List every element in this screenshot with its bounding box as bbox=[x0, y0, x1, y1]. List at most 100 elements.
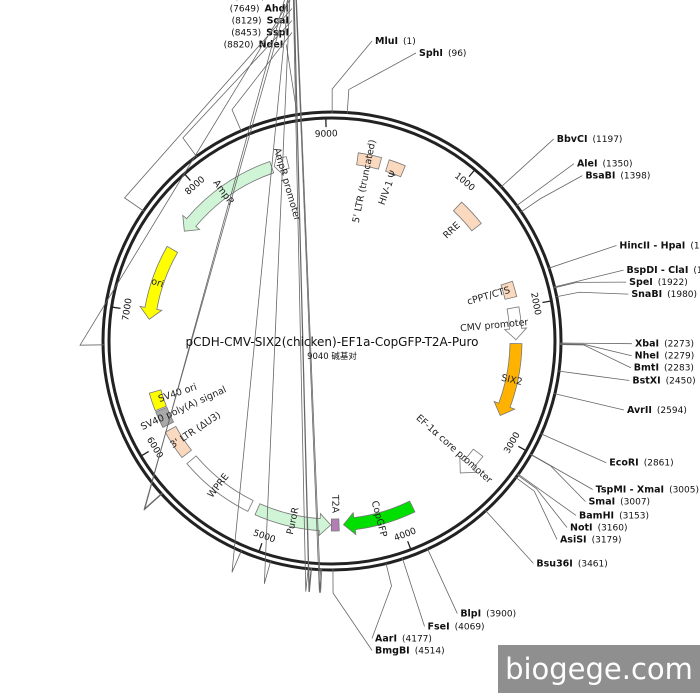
feature-ampr[interactable]: AmpR bbox=[182, 160, 275, 232]
site-spei[interactable]: SpeI(1922) bbox=[553, 277, 688, 289]
site-leader-line bbox=[332, 568, 373, 651]
feature-shape[interactable] bbox=[139, 245, 179, 320]
site-nhei[interactable]: NheI(2279) bbox=[559, 343, 694, 362]
site-blpi[interactable]: BlpI(3900) bbox=[426, 547, 516, 620]
site-noti[interactable]: NotI(3160) bbox=[516, 474, 628, 534]
site-alei[interactable]: AleI (1350) bbox=[515, 159, 633, 207]
site-pasi[interactable]: PasI(4585) bbox=[232, 0, 323, 593]
site-ahdi[interactable]: AhdI(7649) bbox=[123, 4, 293, 212]
feature-t2a[interactable]: T2A bbox=[329, 494, 340, 532]
feature-shape[interactable] bbox=[164, 425, 192, 459]
site-position: (6756) bbox=[235, 0, 265, 3]
site-leader-line bbox=[371, 562, 392, 639]
feature-label: SIX2 bbox=[500, 373, 523, 388]
feature-shape[interactable] bbox=[385, 159, 406, 178]
feature-shape[interactable] bbox=[182, 160, 275, 232]
feature-wpre[interactable]: WPRE bbox=[186, 455, 254, 512]
feature-shape[interactable] bbox=[186, 455, 254, 512]
feature-ori[interactable]: ori bbox=[139, 245, 179, 320]
site-position: (96) bbox=[448, 49, 466, 59]
site-bamhi[interactable]: BamHI(3153) bbox=[517, 473, 649, 522]
site-position: (3160) bbox=[598, 523, 628, 533]
site-leader-line bbox=[143, 0, 289, 511]
site-leader-line bbox=[540, 433, 607, 464]
site-hincii-hpai[interactable]: HincII - HpaI(1794) bbox=[548, 241, 700, 269]
site-avrii[interactable]: AvrII(2594) bbox=[553, 393, 687, 416]
site-leader-line bbox=[515, 163, 575, 207]
feature-shape[interactable] bbox=[342, 500, 416, 536]
site-bstxi[interactable]: BstXI(2450) bbox=[557, 370, 696, 387]
site-snabi[interactable]: SnaBI (1980) bbox=[555, 289, 697, 300]
feature-ef-1-core-promoter[interactable]: EF-1α core promoter bbox=[414, 413, 495, 486]
feature-5-ltr-truncated[interactable]: 5' LTR (truncated) bbox=[351, 139, 383, 224]
site-bmgbi[interactable]: BmgBI(4514) bbox=[332, 568, 445, 656]
site-leader-line bbox=[557, 370, 630, 381]
plasmid-length: 9040 碱基对 bbox=[307, 351, 357, 362]
site-name: AleI bbox=[577, 159, 598, 170]
feature-shape[interactable] bbox=[254, 503, 332, 537]
restriction-sites: MluI(1)SphI(96) BbvCI(1197)AleI (1350)BsaB… bbox=[79, 0, 700, 656]
site-ecori[interactable]: EcoRI(2861) bbox=[540, 433, 674, 469]
site-leader-line bbox=[331, 40, 373, 114]
site-name: Bsu36I bbox=[536, 558, 572, 569]
site-position: (3900) bbox=[486, 610, 516, 620]
site-position: (2279) bbox=[664, 352, 694, 362]
site-acc65i[interactable]: Acc65I(5726) bbox=[143, 0, 292, 511]
site-position: (1980) bbox=[667, 290, 697, 300]
feature-label: HIV-1 Ψ bbox=[377, 169, 400, 206]
site-pcii[interactable]: PciI(6756) bbox=[79, 0, 292, 346]
feature-shape[interactable] bbox=[148, 389, 167, 412]
feature-shape[interactable] bbox=[493, 343, 523, 417]
site-fsei[interactable]: FseI(4069) bbox=[401, 557, 485, 632]
scale-tick bbox=[112, 306, 121, 310]
feature-puror[interactable]: PuroR bbox=[254, 503, 332, 537]
feature-cppt-cts[interactable]: cPPT/CTS bbox=[466, 280, 518, 308]
feature-hiv-1[interactable]: HIV-1 Ψ bbox=[377, 159, 406, 207]
site-bspdi-clai[interactable]: BspDI - ClaI(1917) bbox=[553, 265, 700, 288]
site-mlui[interactable]: MluI(1) bbox=[331, 36, 416, 114]
site-sphi[interactable]: SphI(96) bbox=[346, 48, 466, 114]
site-sspi[interactable]: SspI(8453) bbox=[231, 28, 293, 132]
site-msci[interactable]: MscI*(4911) bbox=[225, 0, 292, 584]
site-name: BmgBI bbox=[375, 645, 410, 656]
site-name: SnaBI bbox=[631, 289, 662, 300]
site-position: (3005) bbox=[669, 485, 699, 495]
scale-tick bbox=[468, 170, 475, 178]
site-leader-line bbox=[293, 0, 312, 593]
watermark-logo: biogege.com bbox=[498, 645, 700, 693]
scale-tick-label: 4000 bbox=[393, 526, 418, 544]
feature-six2[interactable]: SIX2 bbox=[493, 343, 523, 417]
feature-shape[interactable] bbox=[356, 152, 383, 170]
feature-shape[interactable] bbox=[503, 306, 528, 341]
site-ndei[interactable]: NdeI(8820) bbox=[224, 40, 298, 116]
site-position: (1350) bbox=[603, 160, 633, 170]
site-bmti[interactable]: BmtI(2283) bbox=[559, 344, 694, 374]
feature-shape[interactable] bbox=[459, 448, 484, 474]
site-bbvci[interactable]: BbvCI(1197) bbox=[500, 134, 623, 188]
site-asisi[interactable]: AsiSI(3179) bbox=[514, 476, 622, 546]
site-name: TspMI - XmaI bbox=[596, 484, 664, 495]
site-xbai[interactable]: XbaI(2273) bbox=[559, 339, 694, 350]
site-leader-line bbox=[559, 343, 632, 357]
site-kpni[interactable]: KpnI(5730) bbox=[143, 0, 292, 511]
site-scai[interactable]: ScaI(8129) bbox=[182, 16, 293, 158]
site-draiii[interactable]: DraIII(5107) bbox=[224, 0, 292, 573]
site-position: (4069) bbox=[455, 622, 485, 632]
site-position: (2861) bbox=[644, 459, 674, 469]
feature-shape[interactable] bbox=[330, 518, 340, 532]
site-bspei[interactable]: BspEI*(4649) bbox=[219, 0, 312, 593]
scale-tick bbox=[141, 450, 150, 457]
site-smai[interactable]: SmaI(3007) bbox=[529, 453, 650, 507]
site-bsteii[interactable]: BstEII(4670) bbox=[223, 0, 309, 592]
site-leader-line bbox=[292, 0, 309, 592]
site-bsu36i[interactable]: Bsu36I(3461) bbox=[484, 509, 608, 569]
feature-label: ori bbox=[150, 276, 165, 290]
feature-cmv-promoter[interactable]: CMV promoter bbox=[460, 306, 529, 341]
feature-shape[interactable] bbox=[155, 406, 175, 429]
site-aari[interactable]: AarI(4177) bbox=[371, 562, 432, 645]
feature-shape[interactable] bbox=[500, 280, 518, 300]
site-leader-line bbox=[79, 0, 291, 346]
feature-rre[interactable]: RRE bbox=[441, 201, 482, 241]
site-bsabi[interactable]: BsaBI(1398) bbox=[520, 171, 650, 213]
feature-shape[interactable] bbox=[452, 201, 482, 232]
